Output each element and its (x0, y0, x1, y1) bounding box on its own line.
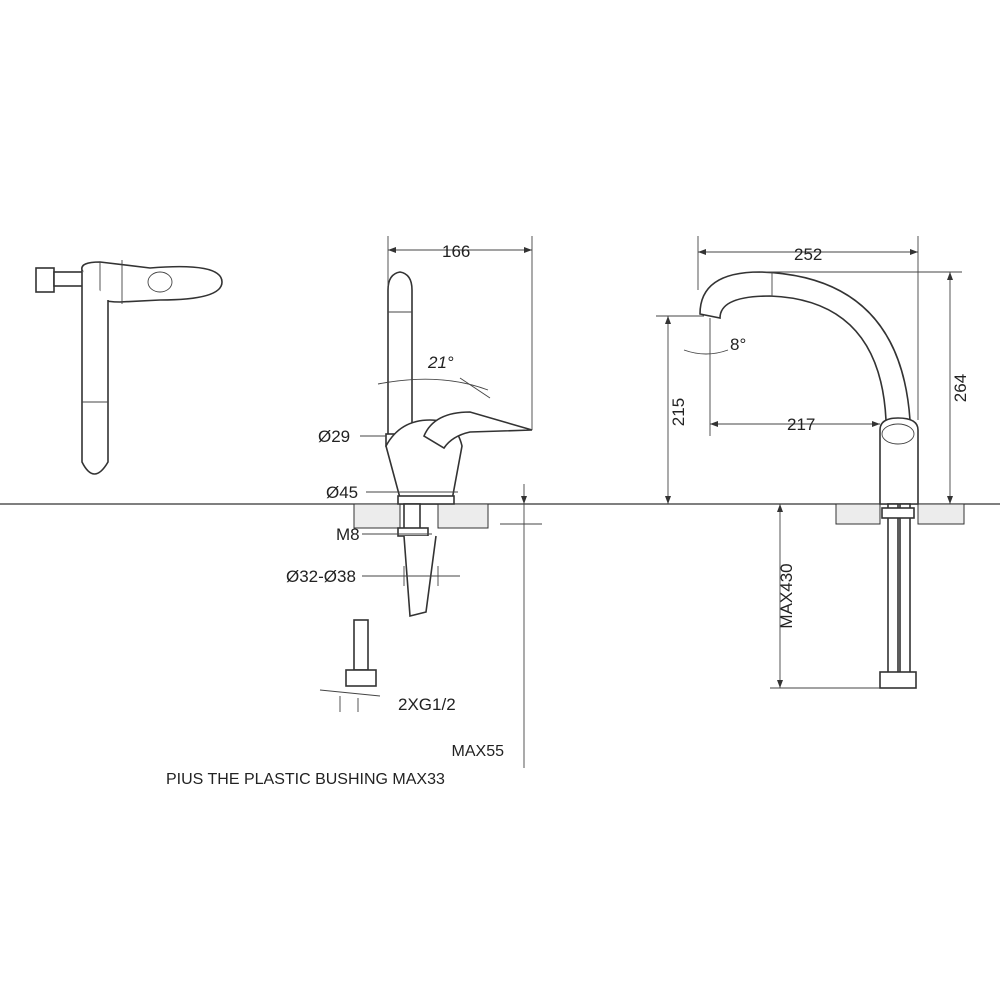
side-countertop-right (437, 503, 489, 529)
side-view (319, 236, 542, 768)
note-max55: MAX55 (452, 743, 505, 760)
profile-countertop-right (917, 503, 965, 525)
top-view-connector-nut (35, 267, 55, 293)
dim-m8-text: M8 (336, 525, 360, 544)
angle-8-arc (683, 349, 729, 355)
profile-hose-nut (879, 671, 917, 689)
dim-8-text: 8° (730, 335, 746, 354)
profile-view (656, 236, 965, 689)
dim-264-text: 264 (951, 374, 970, 402)
dim-connection-text: 2XG1/2 (398, 695, 456, 714)
angle-21-arc (377, 378, 489, 391)
dim-hole-text: Ø32-Ø38 (286, 567, 356, 586)
profile-body (879, 417, 919, 505)
profile-countertop-left (835, 503, 881, 525)
side-nut (397, 527, 429, 537)
side-handle (422, 411, 533, 450)
side-countertop-left (353, 503, 401, 529)
side-spout (387, 271, 413, 441)
profile-hose-left (887, 503, 899, 675)
dim-217-text: 217 (787, 415, 815, 434)
note-bushing: PIUS THE PLASTIC BUSHING MAX33 (166, 771, 445, 788)
dim-max430-text: MAX430 (777, 563, 796, 628)
dim-21-text: 21° (427, 353, 454, 372)
dim-45-text: Ø45 (326, 483, 358, 502)
top-view-cap (147, 271, 173, 293)
hose-fitting-nut (345, 669, 377, 687)
hose-fitting (353, 619, 369, 671)
profile-hose-right (899, 503, 911, 675)
side-base (397, 495, 455, 505)
dim-166-text: 166 (442, 242, 470, 261)
dim-252-text: 252 (794, 245, 822, 264)
dim-215-text: 215 (669, 398, 688, 426)
top-view (35, 260, 223, 475)
dim-29-text: Ø29 (318, 427, 350, 446)
top-view-spout (81, 270, 109, 475)
